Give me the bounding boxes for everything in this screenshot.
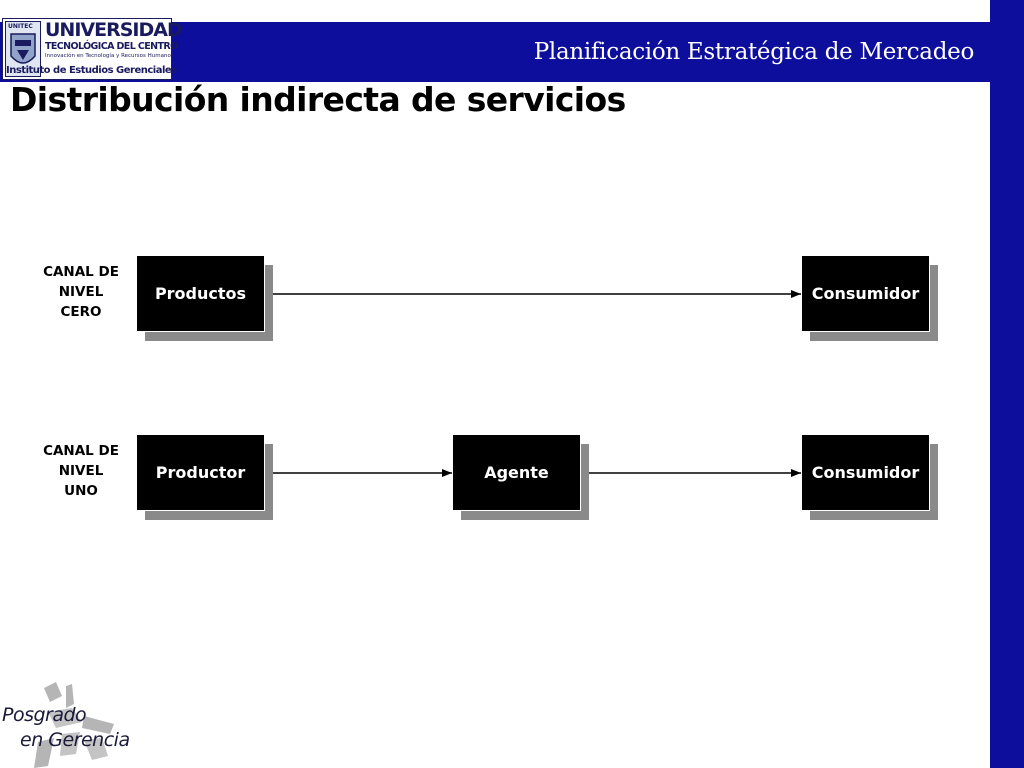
university-emblem-icon: UNITEC: [5, 21, 41, 77]
header-title: Planificación Estratégica de Mercadeo: [533, 39, 975, 65]
channel-label-line: UNO: [64, 483, 98, 499]
emblem-shield-icon: [10, 33, 36, 64]
channel-label-line: CANAL DE: [43, 443, 119, 459]
channel-label-line: NIVEL: [58, 463, 104, 479]
logo-line-university: UNIVERSIDAD: [45, 19, 183, 41]
channel-label-uno: CANAL DE NIVEL UNO: [31, 441, 131, 501]
logo-line-name: TECNOLÓGICA DEL CENTRO: [45, 41, 178, 52]
footer-line-posgrado: Posgrado: [2, 704, 87, 726]
logo-line-institute: Instituto de Estudios Gerenciales: [6, 65, 177, 76]
footer-line-gerencia: en Gerencia: [20, 729, 130, 751]
node-consumidor-uno: Consumidor: [802, 435, 930, 511]
right-accent-bar: [990, 0, 1024, 768]
channel-label-cero: CANAL DE NIVEL CERO: [31, 262, 131, 322]
channel-label-line: CERO: [60, 304, 102, 320]
channel-label-line: NIVEL: [58, 284, 104, 300]
page-title: Distribución indirecta de servicios: [10, 80, 626, 119]
channel-label-line: CANAL DE: [43, 264, 119, 280]
posgrado-logo: Posgrado en Gerencia: [0, 682, 130, 768]
node-productor: Productor: [137, 435, 265, 511]
posgrado-emblem-icon: [34, 682, 114, 768]
node-productos: Productos: [137, 256, 265, 332]
emblem-label: UNITEC: [8, 23, 33, 30]
university-logo: UNITEC UNIVERSIDAD TECNOLÓGICA DEL CENTR…: [2, 18, 183, 80]
node-consumidor-cero: Consumidor: [802, 256, 930, 332]
node-agente: Agente: [453, 435, 581, 511]
logo-line-tagline: Innovación en Tecnología y Recursos Huma…: [45, 53, 174, 59]
